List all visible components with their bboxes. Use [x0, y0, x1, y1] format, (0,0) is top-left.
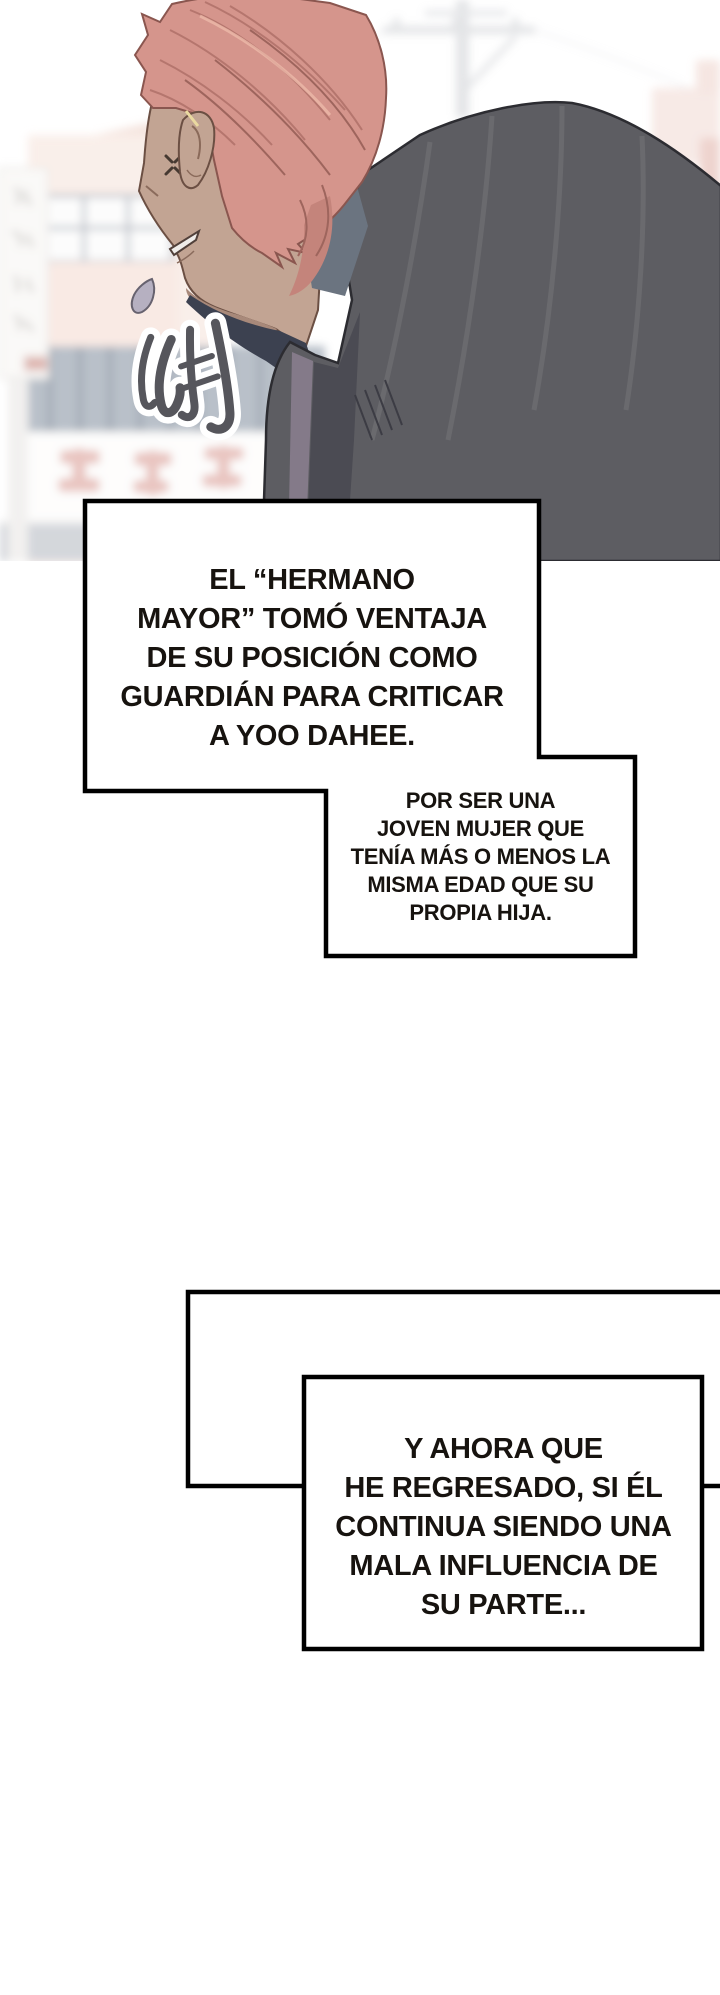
- caption-line: MAYOR” TOMÓ VENTAJA: [137, 602, 487, 635]
- caption-line: EL “HERMANO: [209, 563, 415, 596]
- scene-illustration: [0, 0, 720, 565]
- caption-line: DE SU POSICIÓN COMO: [146, 641, 478, 674]
- jacket-hatching: [354, 379, 403, 441]
- caption-line: TENÍA MÁS O MENOS LA: [350, 843, 611, 869]
- caption-line: A YOO DAHEE.: [209, 719, 415, 752]
- caption-line: PROPIA HIJA.: [409, 899, 552, 925]
- jacket: [260, 100, 720, 563]
- sign-glyphs: [11, 186, 35, 332]
- hair-glint: [184, 110, 200, 127]
- caption-line: GUARDIÁN PARA CRITICAR: [120, 680, 504, 713]
- caption-box-4: Y AHORA QUE HE REGRESADO, SI ÉL CONTINUA…: [308, 1381, 699, 1660]
- ear: [177, 110, 216, 190]
- caption-box-2: POR SER UNA JOVEN MUJER QUE TENÍA MÁS O …: [330, 761, 631, 952]
- caption-line: HE REGRESADO, SI ÉL: [344, 1472, 663, 1504]
- caption-line: SU PARTE...: [420, 1589, 587, 1621]
- brow-line: [145, 185, 159, 197]
- sweat-drop-icon: [130, 277, 156, 314]
- character-portrait: [130, 0, 720, 563]
- street-sign-vertical: [0, 167, 49, 561]
- caption-line: Y AHORA QUE: [404, 1433, 603, 1465]
- caption-line: JOVEN MUJER QUE: [377, 815, 584, 841]
- jacket-fold-highlights: [369, 105, 646, 441]
- sign-red-bar: [24, 356, 47, 371]
- caption-line: POR SER UNA: [405, 787, 556, 813]
- caption-line: MISMA EDAD QUE SU: [367, 871, 594, 897]
- hair-highlight: [199, 14, 332, 116]
- hair-strands-dark: [184, 29, 366, 257]
- caption-box-1: EL “HERMANO MAYOR” TOMÓ VENTAJA DE SU PO…: [89, 505, 535, 799]
- jaw-shadow: [186, 288, 277, 336]
- mouth-gritted-teeth: [168, 228, 201, 264]
- caption-line: MALA INFLUENCIA DE: [349, 1550, 658, 1582]
- utility-pole: [184, 0, 706, 118]
- hair: [133, 0, 388, 296]
- scene-svg: [0, 0, 720, 565]
- caption-line: CONTINUA SIENDO UNA: [335, 1511, 672, 1543]
